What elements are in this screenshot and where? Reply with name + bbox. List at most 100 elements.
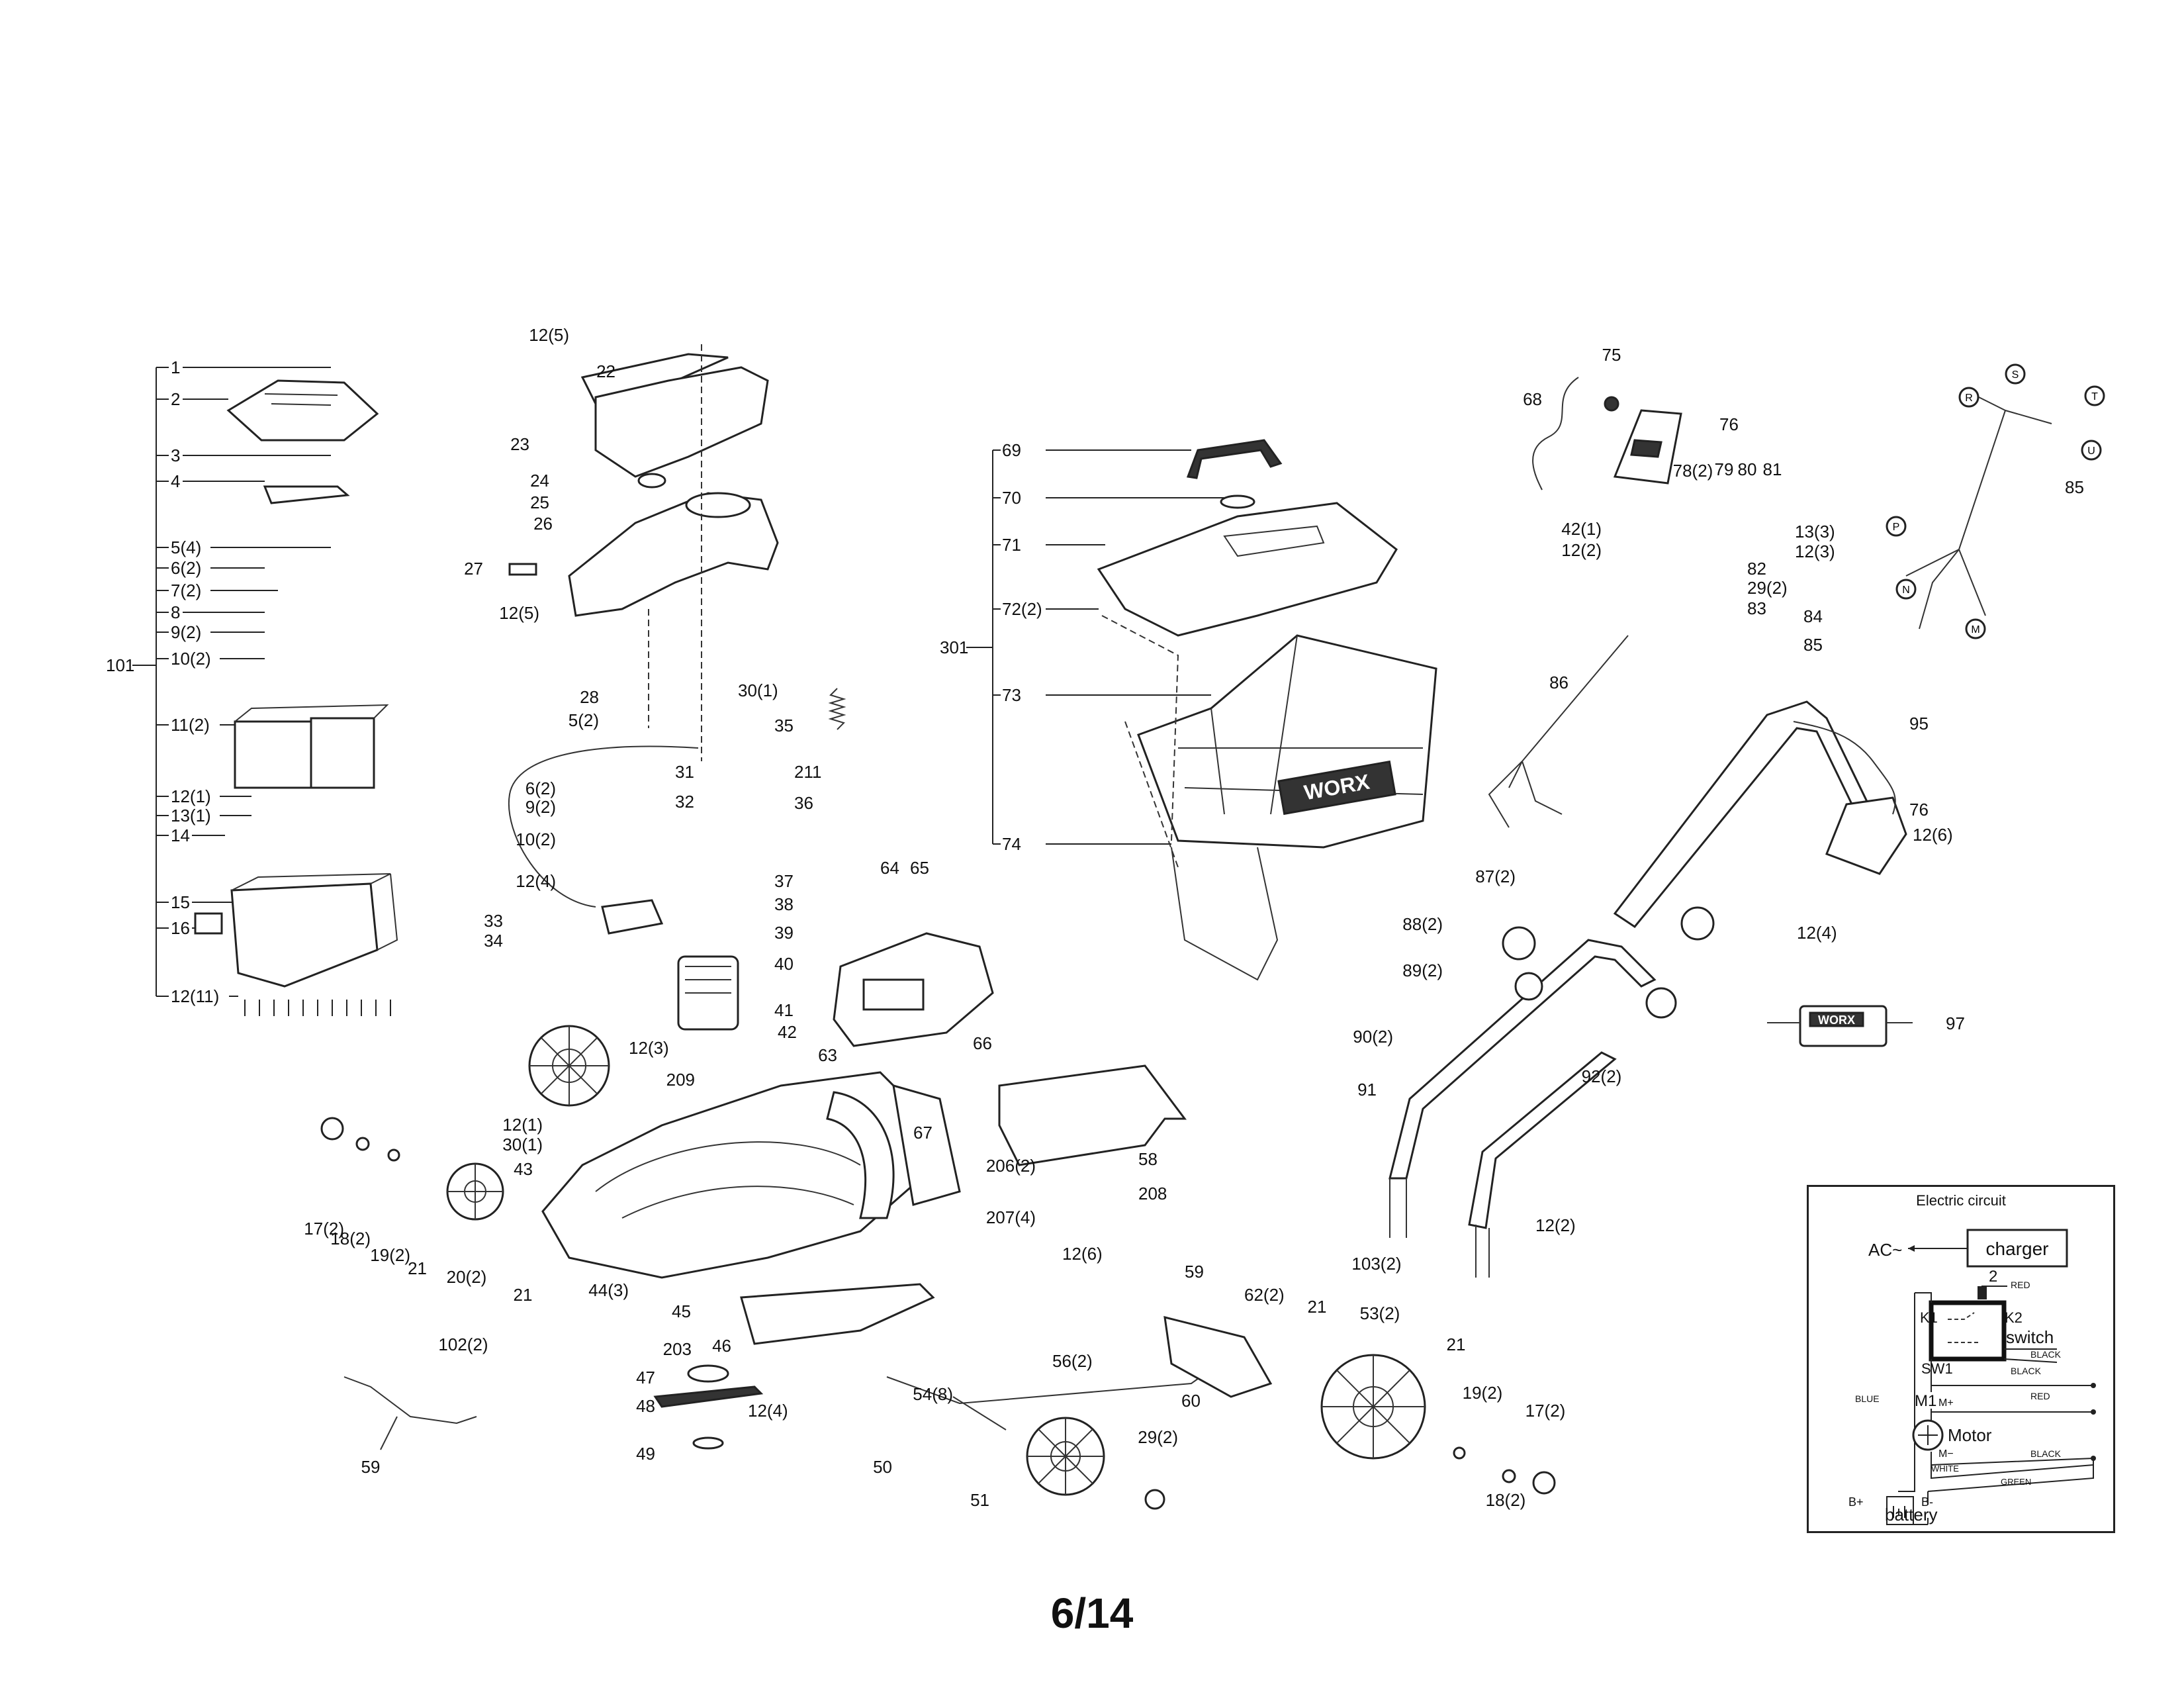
callout-handle-part: 12(6) — [1913, 825, 1953, 845]
height-bracket-59 — [1163, 1316, 1273, 1398]
wire-harness-86 — [1488, 635, 1629, 828]
b-minus-label: B- — [1921, 1495, 1933, 1509]
height-adjust-arc — [826, 1091, 895, 1219]
callout-handle-part: 90(2) — [1353, 1027, 1393, 1047]
deck-assembly: 12(5)22232425262712(5)285(2)30(1)3521136… — [304, 325, 1565, 1510]
callout-group-101-item: 4 — [171, 471, 180, 491]
callout-group-101-item: 2 — [171, 389, 180, 409]
connector-marker — [1965, 618, 1986, 639]
callout-handle-part: 81 — [1763, 459, 1782, 479]
callout-deck-part: 56(2) — [1052, 1351, 1093, 1371]
switch-housing-76 — [1825, 796, 1907, 875]
callout-deck-part: 12(4) — [516, 871, 556, 891]
wire-red-2: RED — [2030, 1391, 2050, 1401]
callout-deck-part: 12(3) — [629, 1038, 669, 1058]
connector-marker — [1895, 579, 1917, 600]
top-cover — [594, 366, 769, 478]
callout-handle-part: 83 — [1747, 598, 1766, 618]
connector-letter: R — [1965, 393, 1973, 404]
motor-label: Motor — [1948, 1425, 1992, 1445]
callout-deck-part: 37 — [774, 871, 794, 891]
callout-deck-part: 38 — [774, 894, 794, 914]
callout-group-101-item: 9(2) — [171, 622, 201, 642]
callout-handle-part: 84 — [1803, 606, 1823, 626]
hub-cap-17-left — [320, 1117, 344, 1141]
callout-deck-part: 18(2) — [330, 1229, 371, 1248]
callout-101: 101 — [106, 655, 134, 675]
callout-deck-part: 43 — [514, 1159, 533, 1179]
callout-deck-part: 53(2) — [1360, 1303, 1400, 1323]
switch-block — [1929, 1300, 2007, 1362]
callout-bag-item: 72(2) — [1002, 599, 1042, 619]
callout-deck-part: 29(2) — [1138, 1427, 1178, 1447]
callout-handle-part: 78(2) — [1673, 461, 1713, 481]
spring-35 — [828, 688, 846, 730]
callout-deck-part: 20(2) — [447, 1267, 487, 1287]
callout-deck-part: 211 — [794, 762, 821, 782]
wire-red-1: RED — [2011, 1280, 2030, 1290]
callout-group-101-item: 16 — [171, 918, 190, 938]
battery-cover — [226, 379, 379, 442]
callout-deck-part: 42 — [778, 1022, 797, 1042]
wire-white: WHITE — [1931, 1464, 1959, 1474]
callout-deck-part: 17(2) — [304, 1219, 344, 1239]
callout-deck-part: 12(5) — [529, 325, 569, 345]
callout-handle-part: 68 — [1523, 389, 1542, 409]
motor-cover — [568, 492, 779, 617]
callout-deck-part: 28 — [580, 687, 599, 707]
callout-handle-part: 88(2) — [1402, 914, 1443, 934]
callout-deck-part: 19(2) — [370, 1245, 410, 1265]
callout-handle-part: 85 — [1803, 635, 1823, 655]
callout-handle-part: 76 — [1719, 414, 1739, 434]
callout-handle-part: 82 — [1747, 559, 1766, 579]
callout-handle-part: 42(1) — [1561, 519, 1602, 539]
battery-cell-right — [310, 717, 375, 789]
callout-deck-part: 59 — [361, 1457, 381, 1477]
callout-group-101-item: 13(1) — [171, 806, 211, 825]
mulch-insert-46 — [740, 1283, 935, 1345]
callout-deck-part: 12(6) — [1062, 1244, 1103, 1264]
callout-deck-part: 64 — [880, 858, 899, 878]
callout-handle-part: 75 — [1602, 345, 1621, 365]
bag-frame-74 — [1171, 847, 1279, 981]
callout-301: 301 — [940, 637, 968, 657]
blade-washer-49 — [692, 1436, 724, 1450]
callout-group-101-item: 1 — [171, 357, 180, 377]
callout-group-101-item: 11(2) — [171, 715, 210, 735]
connector-letter: N — [1902, 585, 1910, 596]
callout-bag-item: 74 — [1002, 834, 1021, 854]
callout-deck-part: 5(2) — [569, 710, 599, 730]
callout-bag-item: 69 — [1002, 440, 1021, 460]
callout-handle-part: 95 — [1909, 714, 1929, 733]
callout-deck-part: 21 — [514, 1285, 533, 1305]
callout-handle-part: 12(4) — [1797, 923, 1837, 943]
circuit-title: Electric circuit — [1916, 1192, 2006, 1209]
callout-handle-part: 29(2) — [1747, 578, 1788, 598]
callout-deck-part: 47 — [636, 1368, 655, 1387]
ac-label: AC~ — [1868, 1240, 1903, 1260]
side-discharge-58 — [998, 1064, 1187, 1166]
charger-label: charger — [1985, 1239, 2049, 1259]
connector-marker — [1958, 387, 1979, 408]
callout-deck-part: 10(2) — [516, 829, 556, 849]
badge-27 — [508, 563, 537, 576]
battery-box — [230, 882, 379, 988]
callout-deck-part: 21 — [1447, 1335, 1466, 1354]
callout-group-101-item: 7(2) — [171, 581, 201, 600]
plug-window — [862, 978, 925, 1011]
sw1-label: SW1 — [1921, 1360, 1953, 1377]
rear-flap-67 — [892, 1084, 961, 1206]
callout-deck-part: 62(2) — [1244, 1285, 1285, 1305]
callout-deck-part: 206(2) — [986, 1156, 1036, 1176]
charger-block — [1966, 1229, 2068, 1268]
callout-deck-part: 209 — [666, 1070, 695, 1090]
hub-cap-17-right — [1532, 1471, 1556, 1495]
connector-letter: P — [1893, 522, 1900, 533]
switch-label: switch — [2006, 1327, 2054, 1347]
callout-group-101-item: 12(11) — [171, 986, 219, 1006]
callout-group-101-item: 6(2) — [171, 558, 201, 578]
callout-handle-part: 85 — [2065, 477, 2084, 497]
callout-deck-part: 63 — [818, 1045, 837, 1065]
